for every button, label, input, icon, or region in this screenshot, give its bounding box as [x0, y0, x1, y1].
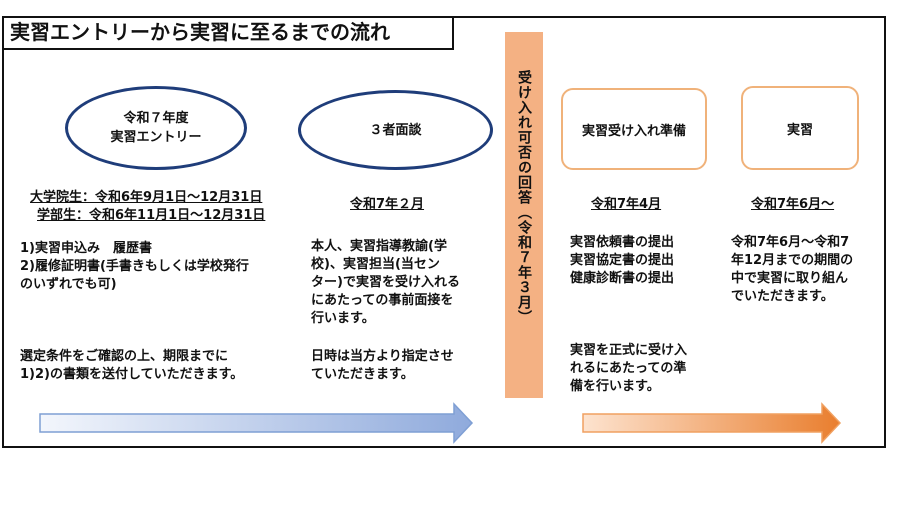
practice-body1: 令和7年6月～令和7 年12月までの期間の 中で実習に取り組ん でいただきます。	[731, 234, 881, 306]
practice-body1-line: 年12月までの期間の	[731, 253, 854, 268]
practice-box: 実習	[741, 86, 859, 170]
answer-bar: 受け入れ可否の回答（令和７年３月）	[505, 32, 543, 398]
practice-body1-line: でいただきます。	[731, 289, 834, 304]
preparation-box: 実習受け入れ準備	[561, 88, 707, 170]
interview-body1-line: 本人、実習指導教諭(学	[311, 239, 447, 254]
preparation-body2-line: れるにあたっての準	[570, 361, 687, 376]
entry-label-line2: 実習エントリー	[110, 130, 202, 145]
interview-ellipse: ３者面談	[298, 90, 493, 170]
answer-label: 受け入れ可否の回答（令和７年３月）	[516, 70, 532, 325]
preparation-body1-line: 実習協定書の提出	[570, 253, 675, 268]
preparation-body2-line: 備を行います。	[570, 379, 660, 394]
page-title: 実習エントリーから実習に至るまでの流れ	[2, 16, 454, 50]
entry-label-line1: 令和７年度	[123, 111, 189, 126]
interview-body1: 本人、実習指導教諭(学 校)、実習担当(当セン ター)で実習を受け入れる にあた…	[311, 238, 491, 328]
interview-body2-line: ていただきます。	[311, 367, 414, 382]
preparation-body1: 実習依頼書の提出 実習協定書の提出 健康診断書の提出	[570, 234, 720, 288]
practice-date: 令和7年6月～	[751, 197, 835, 212]
interview-body2-line: 日時は当方より指定させ	[311, 349, 454, 364]
preparation-label: 実習受け入れ準備	[581, 123, 686, 139]
diagram-frame	[2, 16, 886, 448]
preparation-body1-line: 実習依頼書の提出	[570, 235, 675, 250]
practice-body1-line: 中で実習に取り組ん	[731, 271, 849, 286]
interview-body2: 日時は当方より指定させ ていただきます。	[311, 348, 491, 384]
entry-body1-line: のいずれでも可)	[20, 277, 117, 292]
interview-date: 令和7年２月	[350, 197, 425, 212]
entry-body1: 1)実習申込み 履歴書 2)履修証明書(手書きもしくは学校発行 のいずれでも可)	[20, 240, 310, 294]
entry-body2-line: 1)2)の書類を送付していただきます。	[20, 367, 244, 382]
orange-flow-arrow	[582, 402, 842, 444]
interview-body1-line: にあたっての事前面接を	[311, 293, 454, 308]
entry-body1-line: 2)履修証明書(手書きもしくは学校発行	[20, 259, 249, 274]
preparation-body1-line: 健康診断書の提出	[570, 271, 675, 286]
practice-body1-line: 令和7年6月～令和7	[731, 235, 850, 250]
entry-date-line2: 学部生：令和6年11月1日～12月31日	[37, 208, 266, 223]
preparation-body2: 実習を正式に受け入 れるにあたっての準 備を行います。	[570, 342, 720, 396]
preparation-body2-line: 実習を正式に受け入	[570, 343, 688, 358]
practice-label: 実習	[786, 122, 813, 138]
interview-body1-line: 行います。	[311, 311, 375, 326]
entry-body2-line: 選定条件をご確認の上、期限までに	[20, 349, 229, 364]
entry-ellipse: 令和７年度 実習エントリー	[65, 86, 247, 170]
interview-body1-line: 校)、実習担当(当セン	[311, 257, 440, 272]
entry-date-line1: 大学院生：令和6年9月1日～12月31日	[30, 190, 263, 205]
blue-flow-arrow	[39, 402, 474, 444]
entry-body1-line: 1)実習申込み 履歴書	[20, 241, 152, 256]
preparation-date: 令和7年4月	[591, 197, 662, 212]
entry-body2: 選定条件をご確認の上、期限までに 1)2)の書類を送付していただきます。	[20, 348, 310, 384]
interview-body1-line: ター)で実習を受け入れる	[311, 275, 460, 290]
interview-label: ３者面談	[369, 122, 422, 138]
